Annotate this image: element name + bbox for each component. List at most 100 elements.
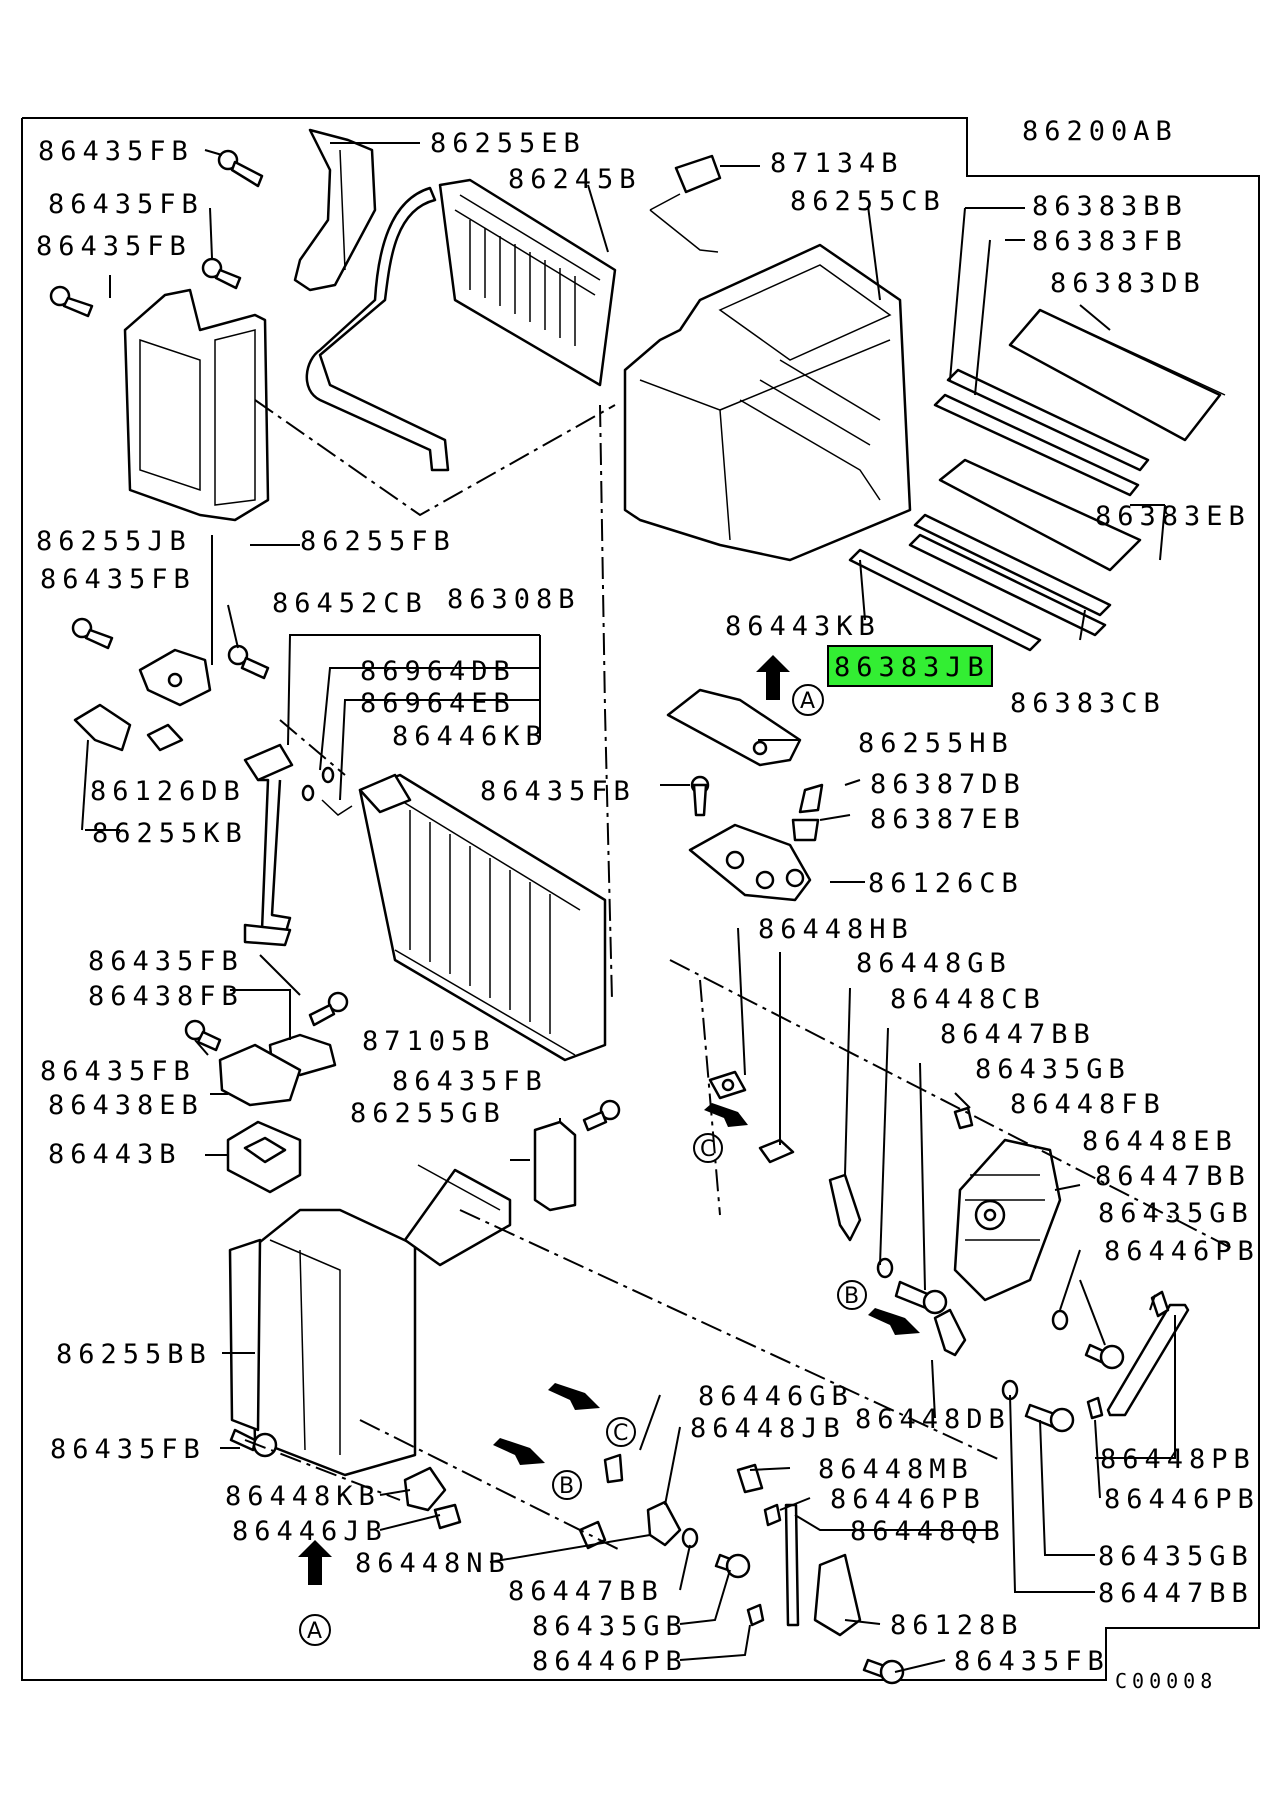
label-86387EB[interactable]: 86387EB xyxy=(870,804,1026,835)
label-86448FB[interactable]: 86448FB xyxy=(1010,1089,1166,1120)
label-86964EB[interactable]: 86964EB xyxy=(360,688,516,719)
label-86255FB[interactable]: 86255FB xyxy=(300,526,456,557)
bolt-icon xyxy=(217,149,264,188)
label-86255GB[interactable]: 86255GB xyxy=(350,1098,506,1129)
label-86438EB[interactable]: 86438EB xyxy=(48,1090,204,1121)
label-86255JB[interactable]: 86255JB xyxy=(36,526,192,557)
label-86446PB[interactable]: 86446PB xyxy=(532,1646,688,1677)
label-86383EB[interactable]: 86383EB xyxy=(1095,501,1251,532)
label-86308B[interactable]: 86308B xyxy=(447,584,581,615)
label-86447BB[interactable]: 86447BB xyxy=(508,1576,664,1607)
label-86964DB[interactable]: 86964DB xyxy=(360,656,516,687)
label-86443B[interactable]: 86443B xyxy=(48,1139,182,1170)
label-86126CB[interactable]: 86126CB xyxy=(868,868,1024,899)
lever-86448GB-part xyxy=(758,1138,795,1164)
label-86255KB[interactable]: 86255KB xyxy=(92,818,248,849)
svg-text:A: A xyxy=(307,1619,322,1644)
label-86448QB[interactable]: 86448QB xyxy=(850,1516,1006,1547)
pin-icon xyxy=(714,1280,1125,1685)
clip-86126DB-part xyxy=(73,703,184,752)
label-86435GB[interactable]: 86435GB xyxy=(532,1611,688,1642)
label-86448JB[interactable]: 86448JB xyxy=(690,1413,846,1444)
label-86435FB[interactable]: 86435FB xyxy=(40,1056,196,1087)
label-86126DB[interactable]: 86126DB xyxy=(90,776,246,807)
callout-b-icon: B B xyxy=(552,1280,867,1500)
bolt-icon xyxy=(201,257,242,290)
label-86435FB[interactable]: 86435FB xyxy=(38,136,194,167)
harness-86308B-part xyxy=(243,743,353,947)
evaporator-87105B-part xyxy=(358,773,607,1062)
label-86435GB[interactable]: 86435GB xyxy=(1098,1198,1254,1229)
label-86200AB[interactable]: 86200AB xyxy=(1022,116,1178,147)
heater-core-part xyxy=(305,178,617,472)
label-86452CB[interactable]: 86452CB xyxy=(272,588,428,619)
label-86448GB[interactable]: 86448GB xyxy=(856,948,1012,979)
label-86448MB[interactable]: 86448MB xyxy=(818,1454,974,1485)
label-86448NB[interactable]: 86448NB xyxy=(355,1548,511,1579)
label-86446PB[interactable]: 86446PB xyxy=(830,1484,986,1515)
rod-86448PB-part xyxy=(1106,1303,1190,1417)
label-86446JB[interactable]: 86446JB xyxy=(232,1516,388,1547)
label-86383DB[interactable]: 86383DB xyxy=(1050,268,1206,299)
label-86447BB[interactable]: 86447BB xyxy=(1095,1161,1251,1192)
label-86255EB[interactable]: 86255EB xyxy=(430,128,586,159)
label-86448EB[interactable]: 86448EB xyxy=(1082,1126,1238,1157)
label-87105B[interactable]: 87105B xyxy=(362,1026,496,1057)
label-86255HB[interactable]: 86255HB xyxy=(858,728,1014,759)
lever-86448DB-part xyxy=(933,1308,967,1357)
lever-86448CB-part xyxy=(828,1173,862,1242)
callout-c-icon: C C xyxy=(606,1133,723,1447)
label-86245B[interactable]: 86245B xyxy=(508,164,642,195)
part-labels: 86200AB 86435FB 86255EB 87134B 86245B 86… xyxy=(36,116,1260,1677)
label-86435GB[interactable]: 86435GB xyxy=(975,1054,1131,1085)
bolt-icon xyxy=(582,1099,621,1132)
bolt-icon xyxy=(227,644,270,680)
label-86435FB[interactable]: 86435FB xyxy=(88,946,244,977)
bolt-icon xyxy=(229,1428,278,1458)
label-86446PB[interactable]: 86446PB xyxy=(1104,1484,1260,1515)
connector-86255GB-part xyxy=(533,1120,577,1212)
label-86448CB[interactable]: 86448CB xyxy=(890,984,1046,1015)
rod-86448QB-part xyxy=(784,1503,800,1627)
label-86435FB[interactable]: 86435FB xyxy=(40,564,196,595)
label-86383BB[interactable]: 86383BB xyxy=(1032,191,1188,222)
label-86435GB[interactable]: 86435GB xyxy=(1098,1541,1254,1572)
label-86448DB[interactable]: 86448DB xyxy=(855,1404,1011,1435)
label-86438FB[interactable]: 86438FB xyxy=(88,981,244,1012)
label-86447BB[interactable]: 86447BB xyxy=(940,1019,1096,1050)
label-86435FB[interactable]: 86435FB xyxy=(36,231,192,262)
svg-text:C: C xyxy=(700,1137,715,1162)
label-86448KB[interactable]: 86448KB xyxy=(225,1481,381,1512)
label-86435FB[interactable]: 86435FB xyxy=(392,1066,548,1097)
diagram-code: C00008 xyxy=(1115,1669,1217,1693)
label-86387DB[interactable]: 86387DB xyxy=(870,769,1026,800)
label-86443KB[interactable]: 86443KB xyxy=(725,611,881,642)
label-86435FB[interactable]: 86435FB xyxy=(48,189,204,220)
label-86446GB[interactable]: 86446GB xyxy=(698,1381,854,1412)
label-86448HB[interactable]: 86448HB xyxy=(758,914,914,945)
label-86435FB[interactable]: 86435FB xyxy=(954,1646,1110,1677)
label-86448PB[interactable]: 86448PB xyxy=(1100,1444,1256,1475)
seal-86443B-part xyxy=(226,1120,302,1194)
connector-87134B-part xyxy=(649,154,722,253)
label-86128B[interactable]: 86128B xyxy=(890,1610,1024,1641)
label-86383FB[interactable]: 86383FB xyxy=(1032,226,1188,257)
label-86446KB[interactable]: 86446KB xyxy=(392,721,548,752)
svg-text:B: B xyxy=(844,1284,859,1309)
lower-housing-part xyxy=(228,1164,512,1477)
label-86383JB[interactable]: 86383JB xyxy=(834,652,990,683)
label-86435FB[interactable]: 86435FB xyxy=(50,1434,206,1465)
label-87134B[interactable]: 87134B xyxy=(770,148,904,179)
label-86447BB[interactable]: 86447BB xyxy=(1098,1578,1254,1609)
label-86383CB[interactable]: 86383CB xyxy=(1010,688,1166,719)
label-86255BB[interactable]: 86255BB xyxy=(56,1339,212,1370)
svg-text:B: B xyxy=(559,1474,574,1499)
label-86435FB[interactable]: 86435FB xyxy=(480,776,636,807)
bolt-icon xyxy=(184,1019,222,1052)
bracket-86438EB-part xyxy=(218,1043,302,1107)
label-86255CB[interactable]: 86255CB xyxy=(790,186,946,217)
arrow-icon xyxy=(298,1103,920,1585)
clip-icon xyxy=(746,1106,1170,1627)
label-86446PB[interactable]: 86446PB xyxy=(1104,1236,1260,1267)
bracket-86128B-part xyxy=(813,1553,862,1637)
